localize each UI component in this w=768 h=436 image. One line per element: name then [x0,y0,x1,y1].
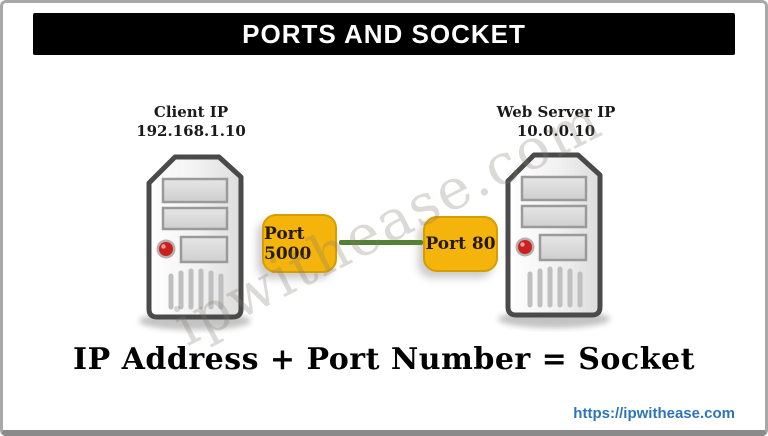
server-port-box: Port 80 [423,216,498,272]
title-banner: PORTS AND SOCKET [33,13,735,55]
web-server-tower-icon [494,147,614,332]
client-label: Client IP [153,103,229,121]
footer-url-link[interactable]: https://ipwithease.com [573,405,735,422]
server-label: Web Server IP [496,103,616,121]
client-ip: 192.168.1.10 [136,122,246,140]
client-port-box: Port 5000 [262,214,337,273]
client-server-tower-icon [135,149,255,334]
connection-line [339,240,423,245]
page-title: PORTS AND SOCKET [242,18,526,49]
client-label-block: Client IP 192.168.1.10 [91,103,291,141]
server-port-label: Port 80 [425,234,496,254]
client-port-label: Port 5000 [264,223,312,264]
server-ip: 10.0.0.10 [516,122,596,140]
server-label-block: Web Server IP 10.0.0.10 [456,103,656,141]
socket-equation: IP Address + Port Number = Socket [73,342,695,377]
